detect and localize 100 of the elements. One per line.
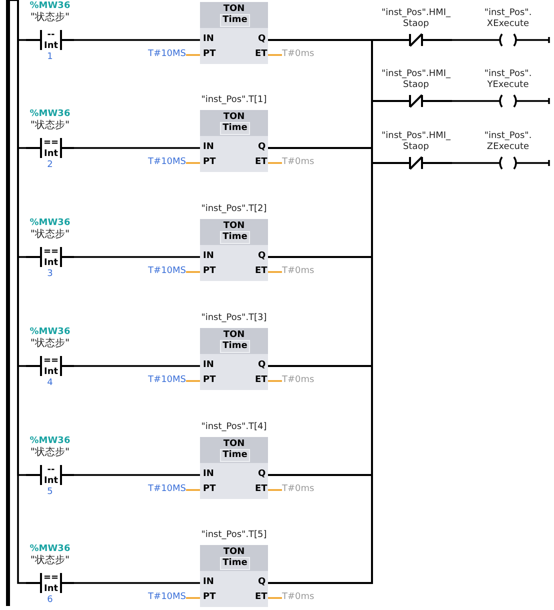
wire [268,380,282,382]
elapsed-time-value: T#0ms [282,50,314,59]
elapsed-time-value: T#0ms [282,267,314,276]
preset-value: T#10MS [147,376,186,385]
operand-tag: "状态步" [20,13,80,23]
wire [74,582,200,584]
pin-label: PT [203,376,216,385]
data-type-label: Int [43,42,59,51]
wire [268,597,282,599]
block-type-label: TON [222,5,246,14]
wire [268,271,282,273]
operand-address: %MW36 [28,437,72,446]
pin-label: IN [203,252,214,261]
pin-label: ET [255,267,268,276]
operand-tag: "状态步" [20,230,80,240]
pin-label: ET [255,50,268,59]
data-type-label: Int [43,150,59,159]
power-rail [6,0,10,606]
compare-value: 4 [46,379,54,388]
pin-label: ET [255,485,268,494]
compare-operator: -- [46,31,56,40]
data-type-field: Time [220,231,250,244]
wire [186,597,200,599]
compare-value: 3 [46,270,54,279]
pin-label: ET [255,376,268,385]
block-type-label: TON [222,440,246,449]
operand-tag: "状态步" [20,448,80,458]
operand-address: %MW36 [28,2,72,11]
preset-value: T#10MS [147,593,186,602]
data-type-label: Int [43,259,59,268]
operand-tag: "状态步" [20,121,80,131]
pin-label: PT [203,158,216,167]
data-type-label: Int [43,585,59,594]
wire [186,380,200,382]
compare-value: 5 [46,488,54,497]
operand-tag: "状态步" [20,339,80,349]
compare-operator: -- [46,466,56,475]
data-type-field: Time [220,122,250,135]
wire [186,489,200,491]
elapsed-time-value: T#0ms [282,485,314,494]
wire [74,39,200,41]
wire [452,162,478,164]
wire [74,365,200,367]
pin-label: PT [203,50,216,59]
pin-label: PT [203,267,216,276]
pin-label: IN [203,143,214,152]
preset-value: T#10MS [147,158,186,167]
elapsed-time-value: T#0ms [282,593,314,602]
wire [74,147,200,149]
block-type-label: TON [222,331,246,340]
pin-label: Q [258,470,266,479]
instance-name: "inst_Pos".T[3] [200,314,268,323]
pin-label: ET [255,593,268,602]
operand-address: %MW36 [28,545,72,554]
data-type-field: Time [220,340,250,353]
instance-name: "inst_Pos".T[2] [200,205,268,214]
instance-name: "inst_Pos".T[1] [200,96,268,105]
wire [186,271,200,273]
tag-label: "inst_Pos".HMI_ Staop [380,131,452,153]
pin-label: PT [203,593,216,602]
elapsed-time-value: T#0ms [282,376,314,385]
pin-label: Q [258,252,266,261]
tag-label: "inst_Pos". ZExecute [483,131,533,153]
data-type-field: Time [220,14,250,27]
block-type-label: TON [222,548,246,557]
wire [537,159,550,167]
preset-value: T#10MS [147,485,186,494]
wire [268,54,282,56]
compare-value: 6 [46,596,54,605]
pin-label: Q [258,143,266,152]
pin-label: IN [203,470,214,479]
pin-label: IN [203,361,214,370]
pin-label: Q [258,361,266,370]
pin-label: Q [258,35,266,44]
wire [268,489,282,491]
operand-address: %MW36 [28,219,72,228]
compare-operator: == [43,357,59,366]
operand-address: %MW36 [28,110,72,119]
wire [537,36,550,44]
compare-operator: == [43,139,59,148]
compare-operator: == [43,248,59,257]
block-type-label: TON [222,222,246,231]
compare-value: 2 [46,161,54,170]
data-type-field: Time [220,449,250,462]
wire [268,162,282,164]
tag-label: "inst_Pos". YExecute [483,69,533,91]
wire [186,162,200,164]
pin-label: ET [255,158,268,167]
operand-address: %MW36 [28,328,72,337]
wire [74,256,200,258]
pin-label: IN [203,35,214,44]
operand-tag: "状态步" [20,556,80,566]
data-type-label: Int [43,477,59,486]
pin-label: Q [258,578,266,587]
elapsed-time-value: T#0ms [282,158,314,167]
compare-value: 1 [46,53,54,62]
tag-label: "inst_Pos".HMI_ Staop [380,8,452,30]
block-type-label: TON [222,113,246,122]
preset-value: T#10MS [147,50,186,59]
wire [452,39,478,41]
